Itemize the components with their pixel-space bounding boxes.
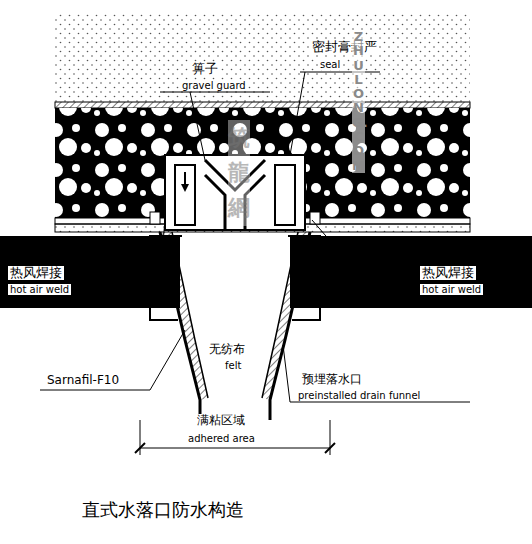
part-label-en: gravel guard bbox=[180, 80, 248, 91]
part-label-en: preinstalled drain funnel bbox=[296, 390, 422, 401]
part-label: 预埋落水口 bbox=[300, 373, 364, 386]
watermark: 筑龍網 bbox=[228, 120, 250, 226]
watermark: ZHULONG.COM bbox=[352, 30, 365, 173]
drawing-title: 直式水落口防水构造 bbox=[80, 500, 246, 520]
part-label-en: hot air weld bbox=[420, 284, 483, 295]
part-label-en: felt bbox=[223, 360, 243, 371]
part-label: Sarnafil-F10 bbox=[45, 374, 121, 387]
part-label: 箅子 bbox=[190, 62, 220, 76]
part-label-en: adhered area bbox=[186, 433, 257, 444]
part-label: 热风焊接 bbox=[8, 266, 64, 280]
part-label: 无纺布 bbox=[207, 343, 247, 356]
part-label: 满粘区域 bbox=[195, 414, 247, 427]
part-label: 热风焊接 bbox=[420, 266, 476, 280]
part-label-en: hot air weld bbox=[8, 284, 71, 295]
part-label: 密封膏封严 bbox=[310, 40, 379, 54]
part-label-en: seal bbox=[318, 59, 342, 70]
